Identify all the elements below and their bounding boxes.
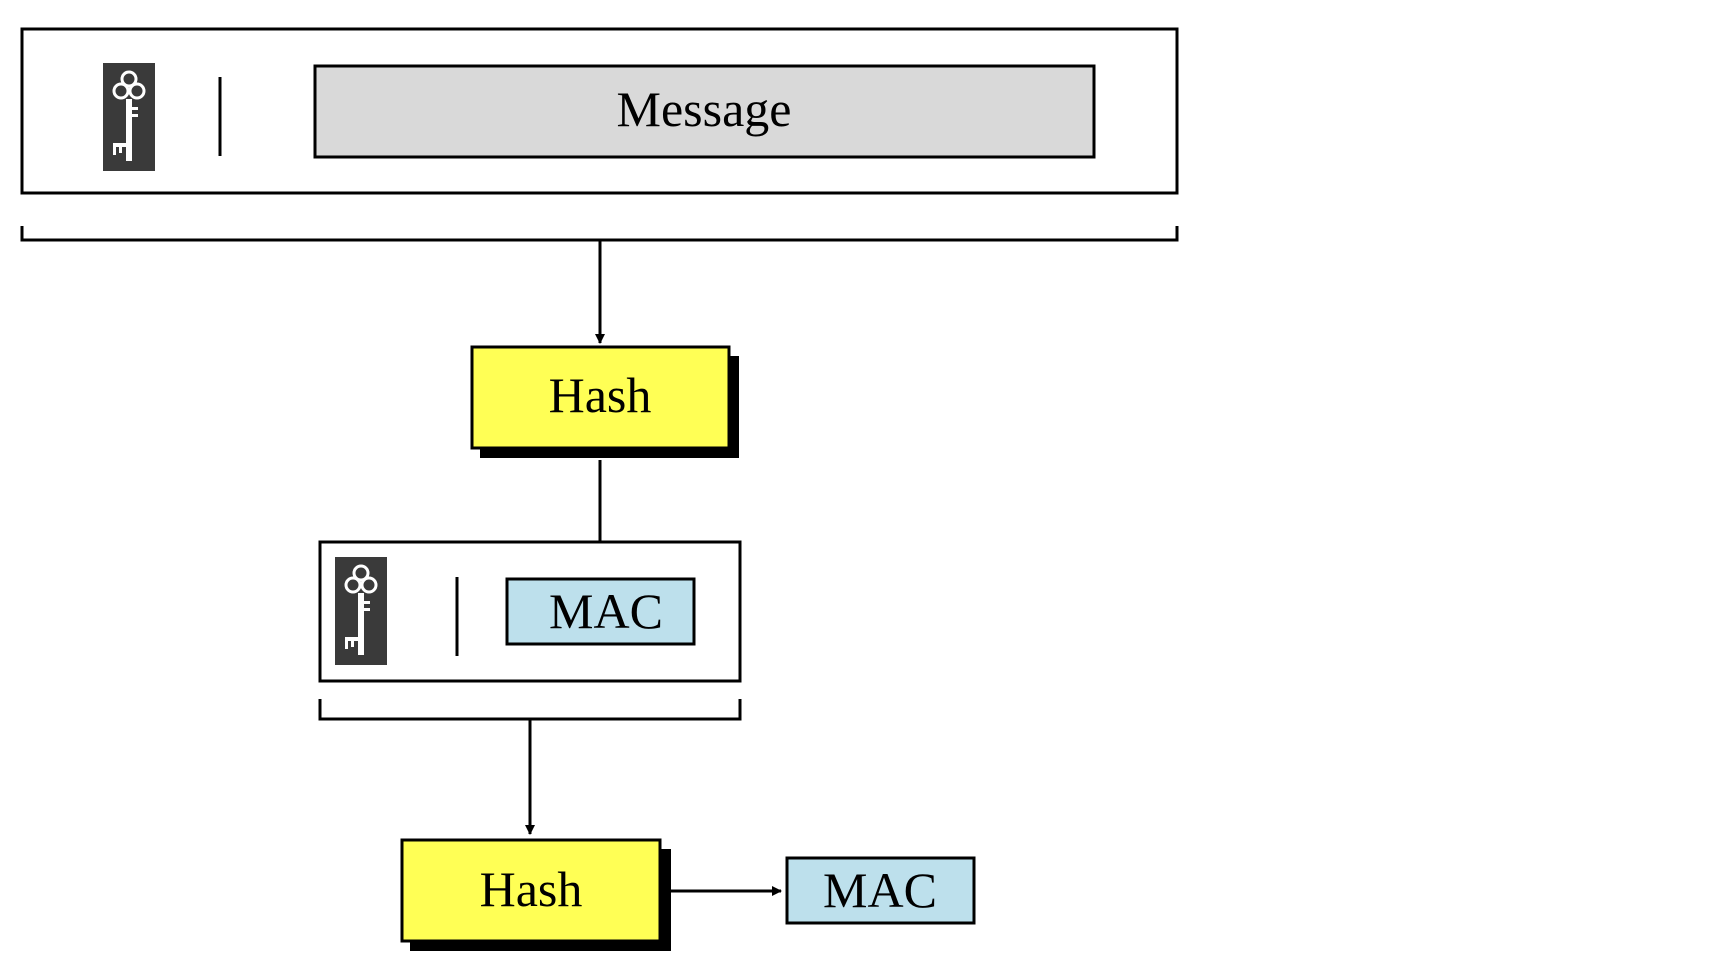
key-icon bbox=[333, 555, 389, 667]
hash-2-label: Hash bbox=[480, 861, 583, 917]
intermediate-mac-block bbox=[505, 577, 696, 646]
hash-2-block bbox=[400, 838, 662, 943]
hash-1-block bbox=[470, 345, 731, 450]
intermediate-mac-label: MAC bbox=[549, 583, 663, 639]
hash-1-label: Hash bbox=[549, 367, 652, 423]
output-mac-block bbox=[785, 856, 976, 925]
message-block bbox=[313, 64, 1096, 159]
input-bracket bbox=[20, 226, 1179, 242]
output-mac-label: MAC bbox=[823, 862, 937, 918]
key-icon bbox=[101, 61, 157, 173]
inner-bracket bbox=[318, 699, 742, 721]
message-label: Message bbox=[617, 81, 792, 137]
